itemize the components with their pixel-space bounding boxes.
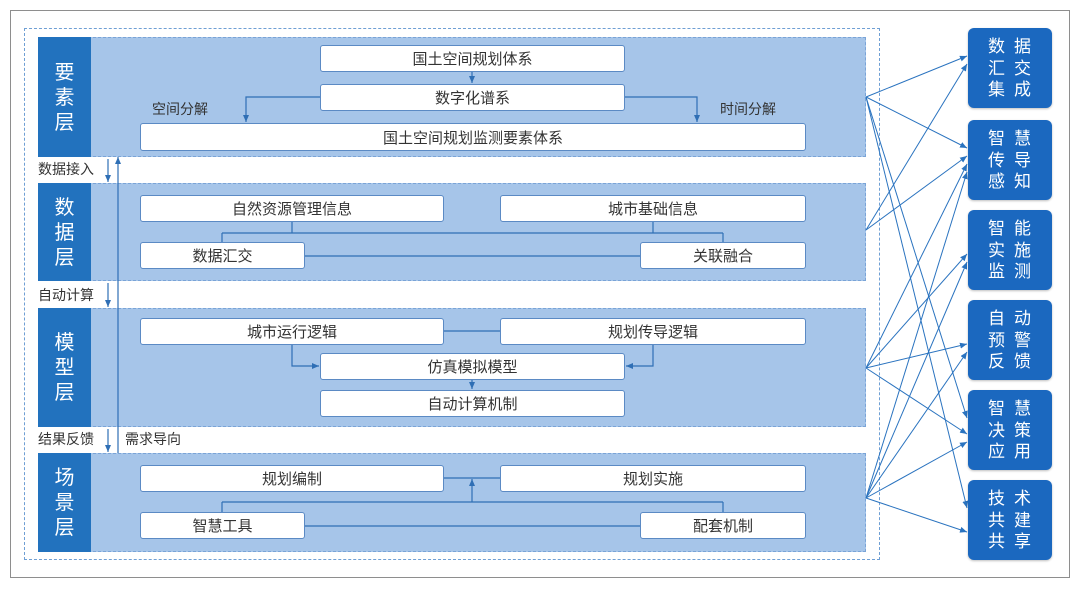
link-layer-3-to-capability-2	[865, 261, 968, 499]
layer-label-element: 要素层	[38, 37, 91, 157]
node-territorial-planning-system: 国土空间规划体系	[320, 45, 625, 72]
node-auto-compute-mechanism: 自动计算机制	[320, 390, 625, 417]
node-natural-resource-info: 自然资源管理信息	[140, 195, 444, 222]
node-simulation-model: 仿真模拟模型	[320, 353, 625, 380]
arrow-spatial-decomposition	[243, 96, 320, 122]
link-layer-2-to-capability-4	[865, 367, 968, 435]
layer-label-data-text: 数据层	[54, 194, 75, 269]
link-layer-2-to-capability-1	[865, 163, 968, 369]
node-urban-operation-logic: 城市运行逻辑	[140, 318, 444, 345]
arrow-temporal-decomposition	[625, 96, 700, 122]
capability-auto-warning-label: 自动预警反馈	[988, 309, 1040, 372]
node-association-fusion: 关联融合	[640, 242, 806, 269]
link-layer-0-to-capability-0	[865, 55, 968, 98]
capability-smart-decision: 智慧决策应用	[968, 390, 1052, 470]
node-supporting-mechanism: 配套机制	[640, 512, 806, 539]
node-planning-compilation: 规划编制	[140, 465, 444, 492]
node-data-aggregation: 数据汇交	[140, 242, 305, 269]
layer-label-data: 数据层	[38, 183, 91, 281]
link-layer-3-to-capability-4	[865, 441, 968, 499]
flow-label-demand-guidance: 需求导向	[125, 432, 181, 448]
framework-dashed-frame	[24, 28, 880, 560]
link-layer-0-to-capability-4	[865, 96, 968, 419]
capability-intelligent-monitoring: 智能实施监测	[968, 210, 1052, 290]
flow-label-result-feedback: 结果反馈	[38, 432, 94, 448]
layer-label-model: 模型层	[38, 308, 91, 427]
capability-smart-perception-label: 智慧传导感知	[988, 129, 1040, 192]
node-planning-transmission-logic: 规划传导逻辑	[500, 318, 806, 345]
link-layer-1-to-capability-1	[865, 155, 968, 231]
node-monitoring-element-system: 国土空间规划监测要素体系	[140, 123, 806, 151]
flow-label-data-access: 数据接入	[38, 162, 94, 178]
layer-label-model-text: 模型层	[54, 330, 75, 404]
capability-smart-decision-label: 智慧决策应用	[988, 399, 1040, 462]
outer-frame	[10, 10, 1070, 578]
node-digital-spectrum: 数字化谱系	[320, 84, 625, 111]
link-layer-1-to-capability-0	[865, 63, 968, 231]
link-layer-3-to-capability-3	[865, 351, 968, 499]
capability-tech-sharing: 技术共建共享	[968, 480, 1052, 560]
node-urban-infrastructure-info: 城市基础信息	[500, 195, 806, 222]
arrow-urban-logic-to-simulation	[291, 345, 319, 369]
flow-label-auto-compute: 自动计算	[38, 288, 94, 304]
layer-label-element-text: 要素层	[54, 59, 75, 134]
capability-smart-perception: 智慧传导感知	[968, 120, 1052, 200]
capability-auto-warning: 自动预警反馈	[968, 300, 1052, 380]
layer-label-scene-text: 场景层	[54, 465, 75, 539]
layer-label-scene: 场景层	[38, 453, 91, 552]
link-layer-0-to-capability-1	[865, 96, 968, 149]
link-layer-0-to-capability-5	[865, 96, 969, 509]
link-layer-2-to-capability-2	[865, 253, 968, 369]
node-smart-tools: 智慧工具	[140, 512, 305, 539]
note-temporal-decomposition: 时间分解	[720, 102, 776, 118]
node-planning-implementation: 规划实施	[500, 465, 806, 492]
link-layer-3-to-capability-1	[865, 171, 968, 499]
link-layer-2-to-capability-3	[865, 342, 968, 369]
capability-links	[865, 55, 969, 533]
capability-data-integration-label: 数据汇交集成	[988, 37, 1040, 100]
note-spatial-decomposition: 空间分解	[152, 102, 208, 118]
capability-data-integration: 数据汇交集成	[968, 28, 1052, 108]
link-layer-3-to-capability-5	[865, 497, 968, 533]
arrow-planning-logic-to-simulation	[626, 345, 654, 369]
capability-tech-sharing-label: 技术共建共享	[988, 489, 1040, 552]
capability-intelligent-monitoring-label: 智能实施监测	[988, 219, 1040, 282]
